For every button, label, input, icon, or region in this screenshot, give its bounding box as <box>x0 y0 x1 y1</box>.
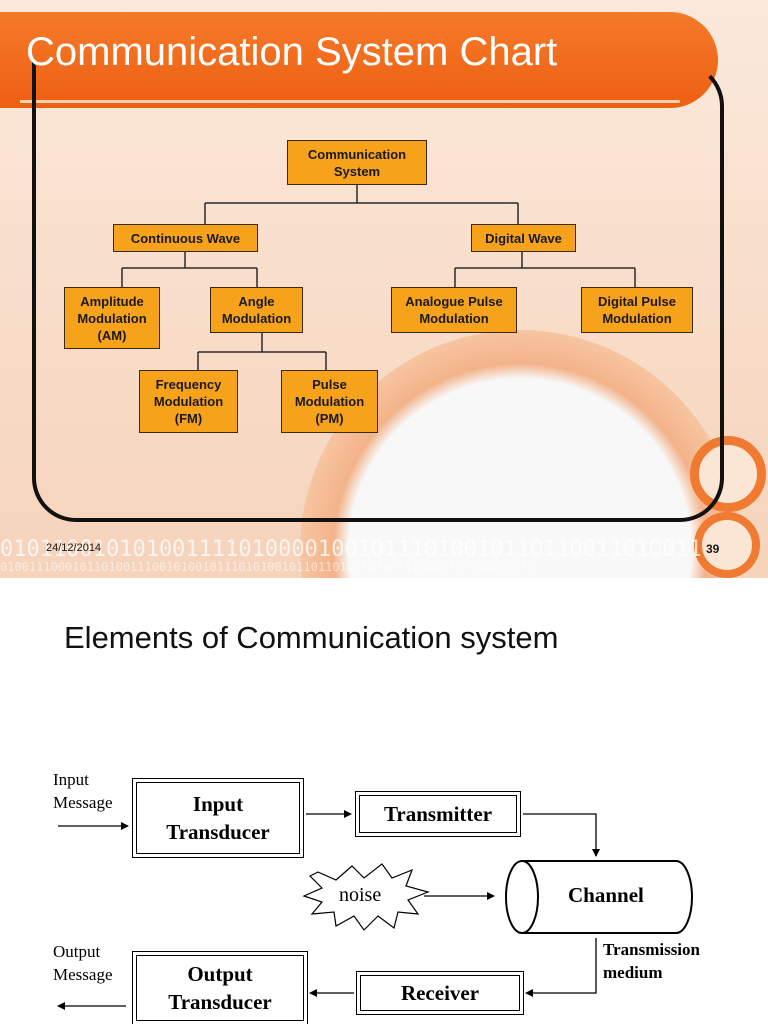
binary-decoration-small: 0100111000101101001110010100101110101001… <box>0 560 535 574</box>
chart-box-amplitude-modulation: Amplitude Modulation (AM) <box>64 287 160 349</box>
input-message-label: Input Message <box>53 770 113 812</box>
transmitter-block: Transmitter <box>355 791 521 837</box>
receiver-block: Receiver <box>356 971 524 1015</box>
input-transducer-block: Input Transducer <box>132 778 304 858</box>
section-title: Elements of Communication system <box>64 620 559 655</box>
chart-box-analogue-pulse-modulation: Analogue Pulse Modulation <box>391 287 517 333</box>
slide-page-number: 39 <box>706 542 720 556</box>
chart-box-communication-system: Communication System <box>287 140 427 185</box>
channel-label: Channel <box>568 883 644 907</box>
decor-circle-small <box>694 512 760 578</box>
chart-box-continuous-wave: Continuous Wave <box>113 224 258 252</box>
chart-box-frequency-modulation: Frequency Modulation (FM) <box>139 370 238 433</box>
slide-date: 24/12/2014 <box>46 542 102 554</box>
output-transducer-block: Output Transducer <box>132 951 308 1024</box>
noise-burst-shape <box>302 863 430 931</box>
chart-frame <box>32 62 724 522</box>
chart-box-angle-modulation: Angle Modulation <box>210 287 303 333</box>
channel-cylinder-shape <box>505 860 693 934</box>
binary-decoration: 0101100101010011110100001001011101001011… <box>0 538 700 562</box>
slide-title: Communication System Chart <box>26 30 558 74</box>
noise-label: noise <box>339 884 382 906</box>
transmission-medium-label: Transmission medium <box>603 940 700 982</box>
output-message-label: Output Message <box>53 942 113 984</box>
chart-slide: Communication System Chart Communication… <box>0 0 768 578</box>
header-band <box>0 12 718 108</box>
chart-box-digital-pulse-modulation: Digital Pulse Modulation <box>581 287 693 333</box>
decor-circle-ring <box>690 436 766 512</box>
chart-connectors <box>121 185 636 370</box>
chart-box-pulse-modulation: Pulse Modulation (PM) <box>281 370 378 433</box>
header-rule <box>20 100 680 103</box>
chart-box-digital-wave: Digital Wave <box>471 224 576 252</box>
